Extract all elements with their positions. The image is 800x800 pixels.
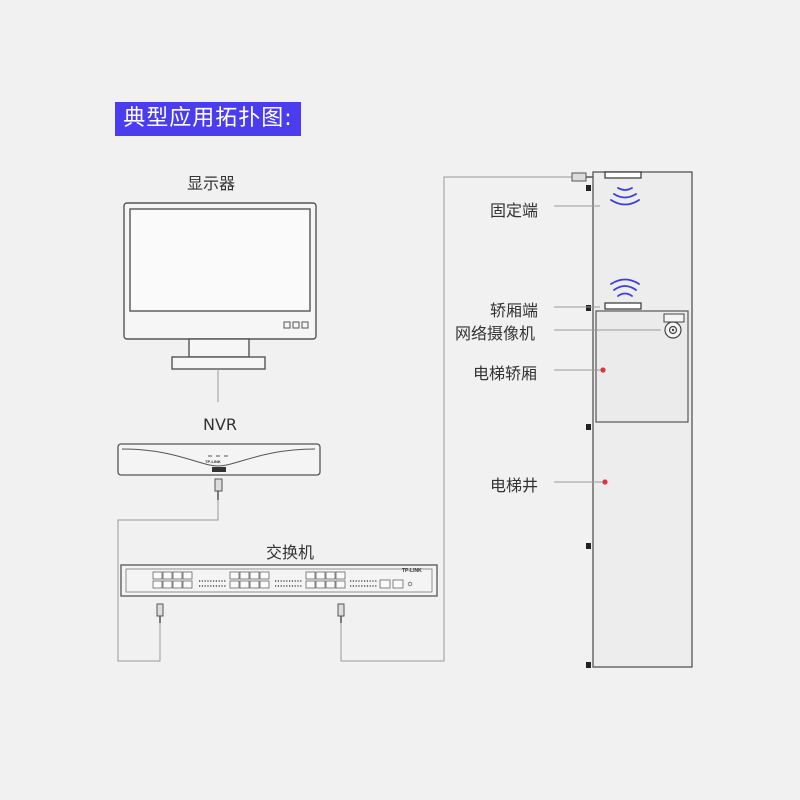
car-end-ap [604,302,642,310]
monitor [123,202,317,370]
wifi-icon [610,278,640,297]
nvr-label: NVR [203,415,238,434]
callout-camera: 网络摄像机 [455,324,536,343]
switch-device [120,564,438,597]
callout-elevator-car: 电梯轿厢 [473,364,538,383]
fixed-end-ap [604,171,642,179]
callout-dots [600,367,608,485]
wifi-icon [610,187,640,206]
monitor-label: 显示器 [187,174,236,193]
page-title: 典型应用拓扑图: [115,102,301,136]
switch-camera-cable [156,172,593,662]
nvr-brand-logo: TP-LINK [205,459,221,464]
callout-lines [554,205,661,483]
callout-fixed-end: 固定端 [490,201,539,220]
switch-brand-logo: TP-LINK [402,568,422,574]
callout-elevator-shaft: 电梯井 [490,476,539,495]
nvr-switch-cable [117,478,223,662]
nvr-device [117,443,321,476]
switch-label: 交换机 [266,543,315,562]
camera-icon [663,313,685,339]
callout-car-end: 轿厢端 [490,301,539,320]
